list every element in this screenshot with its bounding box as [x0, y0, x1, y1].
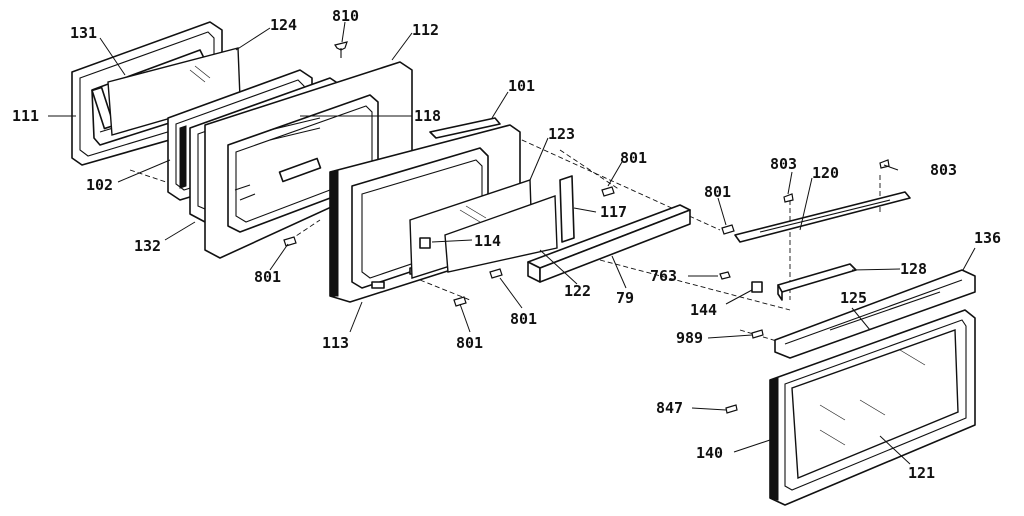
screw-989	[751, 329, 764, 339]
label-801-e: 801	[456, 334, 483, 352]
label-989: 989	[676, 329, 703, 347]
label-801-d: 801	[510, 310, 537, 328]
screw-803-a	[783, 193, 794, 203]
part-labels: 131 124 810 112 111 101 118 123 801 803 …	[12, 7, 1001, 482]
screw-801-a	[601, 186, 615, 197]
label-111: 111	[12, 107, 39, 125]
label-102: 102	[86, 176, 113, 194]
label-101: 101	[508, 77, 535, 95]
screw-801-e	[453, 296, 467, 307]
screw-801-d	[489, 268, 503, 279]
part-144-clip	[751, 281, 763, 293]
label-128: 128	[900, 260, 927, 278]
part-114-window-glass	[419, 195, 558, 273]
label-801-a: 801	[620, 149, 647, 167]
label-144: 144	[690, 301, 717, 319]
part-763-clip	[719, 271, 731, 280]
label-124: 124	[270, 16, 297, 34]
part-140-outer-door	[769, 309, 976, 506]
part-101-top-trim	[429, 117, 501, 139]
part-117-side-bracket	[559, 175, 575, 243]
screw-801-b	[721, 224, 735, 235]
part-136-top-cap	[774, 269, 976, 359]
label-113: 113	[322, 334, 349, 352]
label-136: 136	[974, 229, 1001, 247]
screw-801-c	[283, 236, 297, 247]
label-803-a: 803	[770, 155, 797, 173]
part-120-hinge-strip	[734, 191, 911, 243]
label-122: 122	[564, 282, 591, 300]
label-810: 810	[332, 7, 359, 25]
label-118: 118	[414, 107, 441, 125]
label-112: 112	[412, 21, 439, 39]
label-125: 125	[840, 289, 867, 307]
part-79-vent-channel	[527, 204, 691, 283]
label-801-c: 801	[254, 268, 281, 286]
label-123: 123	[548, 125, 575, 143]
label-847: 847	[656, 399, 683, 417]
label-803-b: 803	[930, 161, 957, 179]
label-121: 121	[908, 464, 935, 482]
part-810-screw	[334, 41, 348, 58]
leader-lines	[48, 21, 976, 465]
label-120: 120	[812, 164, 839, 182]
label-117: 117	[600, 203, 627, 221]
screw-847	[725, 404, 738, 414]
label-140: 140	[696, 444, 723, 462]
label-132: 132	[134, 237, 161, 255]
label-801-b: 801	[704, 183, 731, 201]
label-79: 79	[616, 289, 634, 307]
label-131: 131	[70, 24, 97, 42]
label-763: 763	[650, 267, 677, 285]
label-114: 114	[474, 232, 501, 250]
part-112-inner-door-frame	[204, 61, 413, 259]
